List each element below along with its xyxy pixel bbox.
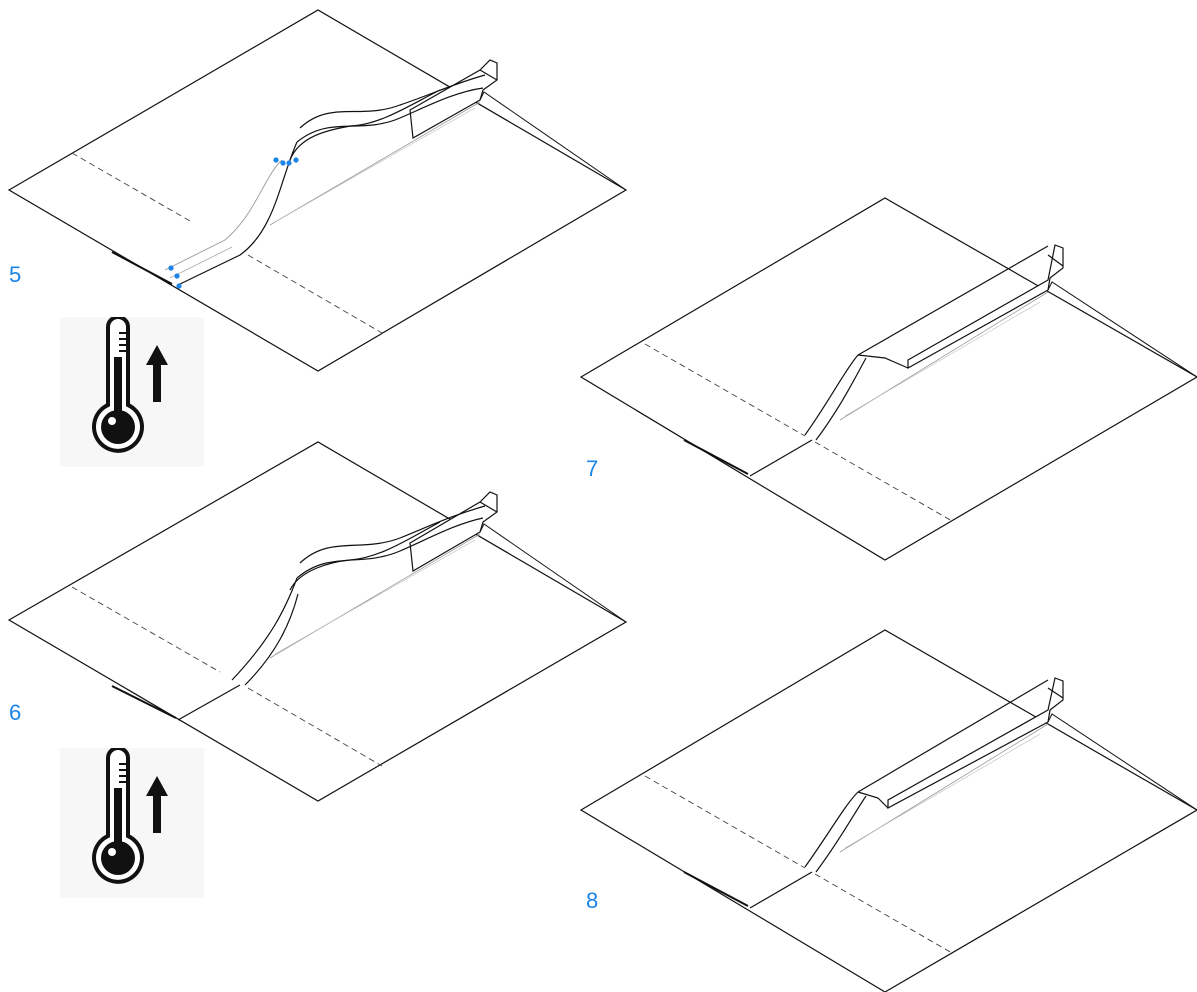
step-label-5: 5 [9,264,21,286]
step-label-7: 7 [586,458,598,480]
marker-point [176,283,181,288]
marker-point [280,160,285,165]
marker-point [273,157,278,162]
step-7-sheet [581,198,1197,560]
marker-point [286,160,291,165]
step-label-8: 8 [586,890,598,912]
step-label-6: 6 [9,702,21,724]
step-8-panel [581,630,1197,992]
step-7-panel [581,198,1197,560]
marker-point [174,273,179,278]
thermometer-temperature-increase-icon [60,748,204,898]
step-8-sheet [581,630,1197,992]
thermometer-temperature-increase-icon [60,317,204,467]
marker-point [168,265,173,270]
marker-point [293,157,298,162]
